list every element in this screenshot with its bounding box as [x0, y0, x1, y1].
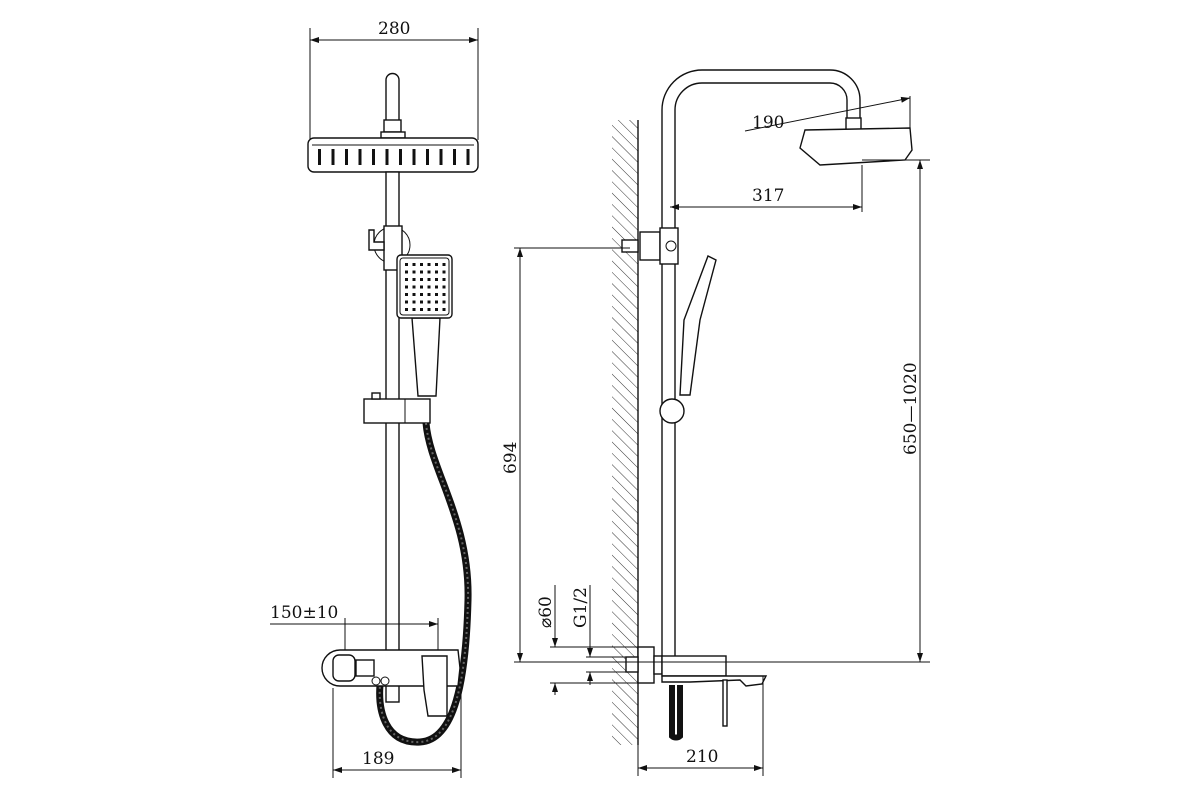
hand-nozzle: [420, 308, 423, 311]
nozzle-row: [358, 149, 362, 165]
hand-nozzle: [412, 263, 416, 266]
hand-nozzle: [427, 293, 431, 296]
hand-nozzle: [435, 263, 438, 266]
nozzle-row: [372, 149, 375, 165]
dim-head-diameter: 190: [744, 96, 911, 133]
overhead-head-side: [799, 127, 913, 166]
side-view: 190 317 694 650—1020 ⌀60: [501, 69, 930, 776]
dim-projection: 210: [637, 676, 764, 776]
front-view: 280: [270, 19, 479, 778]
dim-head-diameter-label: 190: [752, 113, 784, 133]
nozzle-row: [385, 149, 389, 165]
hand-nozzle: [405, 278, 408, 281]
mixer: [321, 649, 461, 717]
hand-nozzle: [420, 285, 423, 289]
dim-mixer-width: 189: [332, 688, 462, 778]
hand-nozzle: [420, 270, 423, 274]
hand-nozzle: [435, 285, 438, 289]
hand-nozzle: [427, 263, 431, 266]
nozzle-row: [453, 149, 456, 165]
hand-nozzle: [405, 308, 408, 311]
dim-mixer-width-label: 189: [362, 749, 394, 769]
hand-nozzle: [405, 285, 408, 289]
hand-nozzle: [405, 300, 408, 304]
slider: [363, 392, 431, 424]
hand-nozzle: [420, 278, 423, 281]
dim-arm-reach: 317: [670, 165, 863, 212]
hand-nozzle: [420, 293, 423, 296]
hand-nozzle: [420, 263, 423, 266]
nozzle-row: [412, 149, 416, 165]
hand-nozzle: [412, 278, 416, 281]
hand-nozzle: [442, 270, 446, 274]
hand-nozzle: [412, 308, 416, 311]
hand-shower-side: [679, 255, 717, 396]
hand-nozzle: [427, 285, 431, 289]
hand-nozzle: [435, 308, 438, 311]
nozzle-row: [318, 149, 321, 165]
dim-bracket-height: 694: [501, 247, 930, 663]
overhead-shower: [307, 72, 479, 173]
wall-hatch: [612, 120, 638, 745]
dim-height-range: 650—1020: [862, 159, 930, 662]
hand-nozzle: [420, 300, 423, 304]
hand-nozzle: [412, 285, 416, 289]
hand-nozzle: [427, 270, 431, 274]
dim-bracket-height-label: 694: [501, 442, 521, 474]
hand-nozzle: [405, 293, 408, 296]
nozzle-row: [439, 149, 443, 165]
slider-side: [659, 398, 685, 424]
hand-nozzle: [442, 300, 446, 304]
dim-thread-label: G1/2: [571, 587, 591, 628]
dim-cover-diameter: ⌀60: [536, 585, 640, 695]
wall-bracket-side: [621, 227, 679, 265]
dim-cover-diameter-label: ⌀60: [536, 596, 556, 628]
hand-nozzle: [442, 278, 446, 281]
nozzle-row: [331, 149, 335, 165]
hand-shower: [396, 254, 453, 397]
hand-nozzle: [427, 278, 431, 281]
nozzle-row: [426, 149, 429, 165]
hand-nozzle: [427, 300, 431, 304]
hand-nozzle: [435, 278, 438, 281]
hand-nozzle: [412, 293, 416, 296]
riser-rod: [385, 171, 400, 703]
hand-nozzle: [405, 270, 408, 274]
mixer-side: [625, 646, 768, 741]
dim-head-width: 280: [309, 19, 479, 140]
dim-wall-offset-label: 150±10: [270, 603, 338, 623]
hand-nozzle: [435, 270, 438, 274]
dim-wall-offset: 150±10: [270, 603, 439, 650]
dim-projection-label: 210: [686, 747, 718, 767]
hand-nozzle: [442, 285, 446, 289]
riser-pipe: [661, 69, 861, 660]
dim-height-range-label: 650—1020: [901, 362, 921, 455]
hand-nozzle: [412, 270, 416, 274]
hand-nozzle: [412, 300, 416, 304]
hand-nozzle: [427, 308, 431, 311]
hand-nozzle: [435, 293, 438, 296]
hand-nozzle: [405, 263, 408, 266]
hose-side: [669, 685, 683, 741]
hand-nozzle: [442, 263, 446, 266]
dim-arm-reach-label: 317: [752, 186, 784, 206]
hand-nozzle: [435, 300, 438, 304]
hand-nozzle: [442, 308, 446, 311]
nozzle-row: [345, 149, 348, 165]
nozzle-row: [466, 149, 470, 165]
dim-head-width-label: 280: [378, 19, 410, 39]
dim-thread: G1/2: [571, 585, 626, 685]
hand-nozzle: [442, 293, 446, 296]
nozzle-row: [399, 149, 402, 165]
